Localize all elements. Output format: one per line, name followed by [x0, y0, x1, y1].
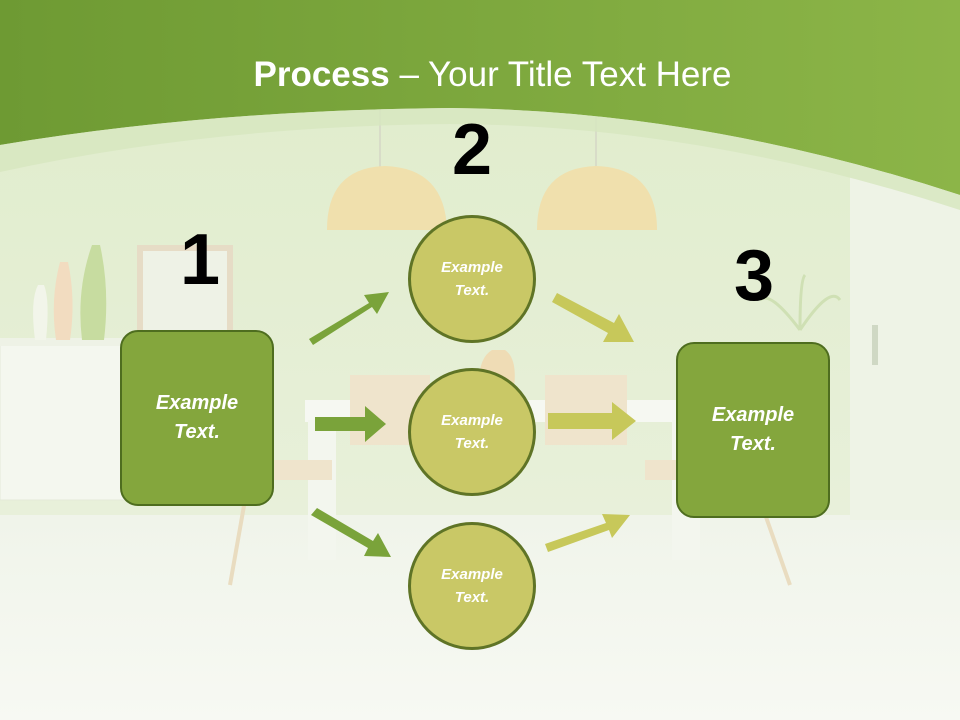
circle-top: Example Text.: [408, 215, 536, 343]
step-1-text: Example Text.: [155, 392, 239, 443]
title-rest: – Your Title Text Here: [389, 55, 732, 94]
circle-middle: Example Text.: [408, 368, 536, 496]
step-3-text: Example Text.: [711, 404, 795, 455]
step-1-box: Example Text.: [120, 330, 274, 506]
circle-top-text: Example Text.: [441, 259, 503, 299]
step-number-1: 1: [179, 220, 221, 300]
circle-bottom: Example Text.: [408, 522, 536, 650]
step-number-2: 2: [451, 110, 493, 190]
title-bold: Process: [253, 55, 390, 94]
circle-bottom-text: Example Text.: [441, 566, 503, 606]
step-number-3: 3: [733, 236, 775, 316]
circle-middle-text: Example Text.: [441, 412, 503, 452]
step-3-box: Example Text.: [676, 342, 830, 518]
slide-title: Process – Your Title Text Here: [0, 55, 960, 95]
